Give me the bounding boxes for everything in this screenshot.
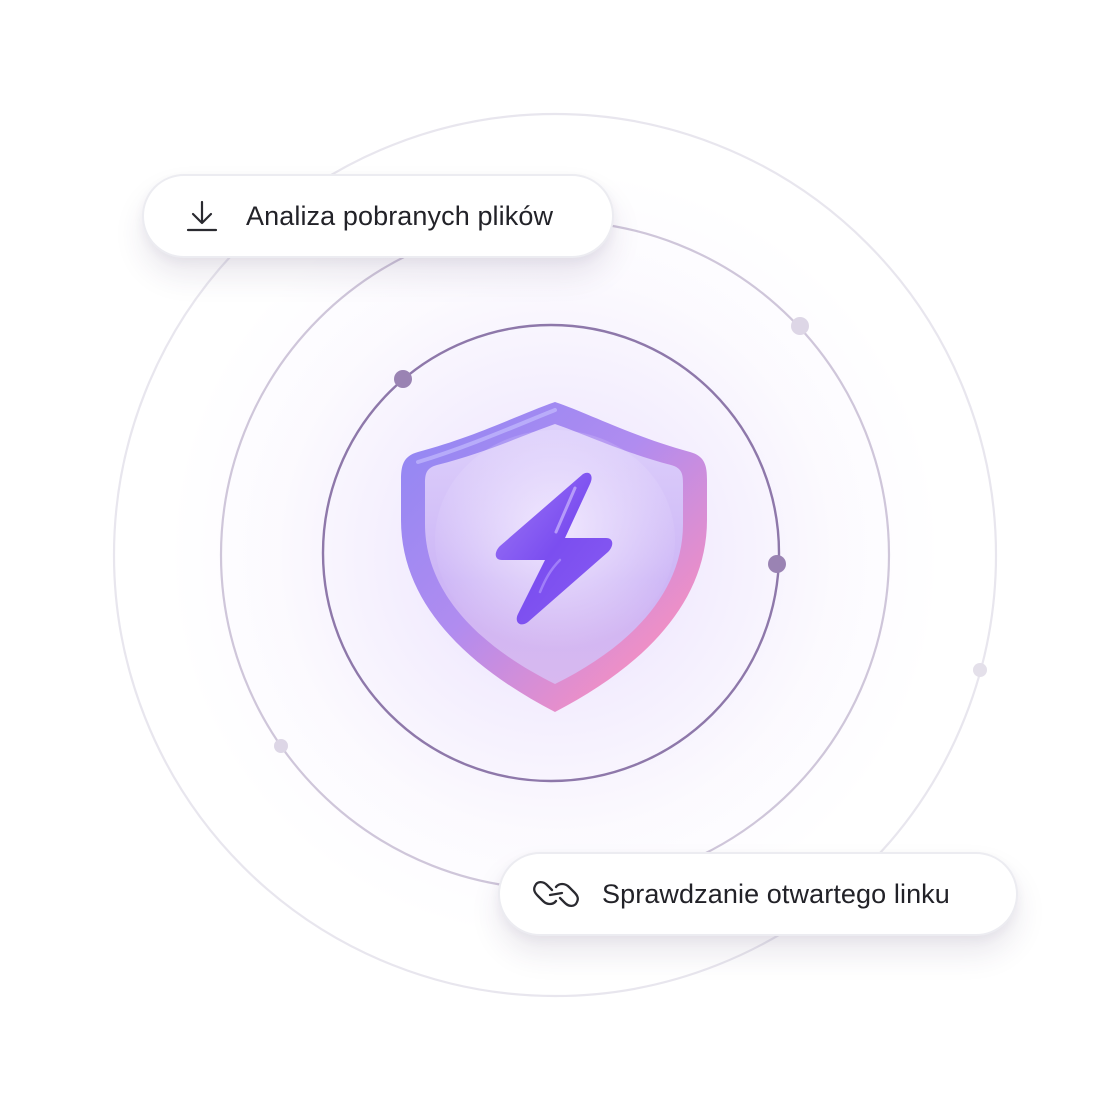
orbit-outer	[112, 112, 998, 998]
feature-pill-link-check: Sprawdzanie otwartego linku	[498, 852, 1018, 936]
download-icon	[184, 198, 220, 234]
shield-lightning-icon	[401, 402, 707, 712]
feature-label: Analiza pobranych plików	[246, 200, 554, 231]
orbit-dot	[274, 739, 288, 753]
orbit-dot	[791, 317, 809, 335]
orbit-dot	[768, 555, 786, 573]
feature-label: Sprawdzanie otwartego linku	[602, 878, 950, 909]
orbit-dot	[394, 370, 412, 388]
link-icon	[532, 876, 580, 912]
feature-pill-download-analysis: Analiza pobranych plików	[142, 174, 614, 258]
orbit-dot	[973, 663, 987, 677]
orbit-inner	[321, 323, 781, 783]
